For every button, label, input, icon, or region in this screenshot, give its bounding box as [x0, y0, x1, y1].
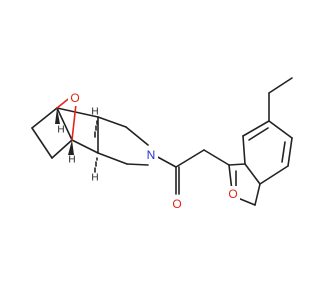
- bond: [126, 163, 149, 166]
- bond: [51, 139, 73, 159]
- structure-diagram: O N O O H H H H: [31, 77, 293, 212]
- bond: [242, 135, 246, 165]
- stereo-markers: [55, 108, 98, 173]
- stereo-hydrogen-label: H: [91, 107, 98, 118]
- stereo-wedge: [68, 140, 74, 155]
- bond: [287, 137, 293, 167]
- bond: [97, 152, 128, 165]
- linker: [153, 149, 230, 195]
- stereo-hash: [94, 120, 98, 138]
- bond: [97, 116, 127, 128]
- atom-labels: O N O O H H H H: [57, 90, 240, 212]
- oxygen-atom: O: [228, 187, 237, 201]
- bond: [31, 107, 58, 129]
- bond: [244, 163, 261, 185]
- stereo-hydrogen-label: H: [57, 125, 64, 136]
- stereo-wedge: [55, 108, 60, 124]
- bond: [56, 107, 99, 118]
- bond: [248, 127, 269, 141]
- bond-to-oxygen: [71, 103, 77, 141]
- benzofuran: [228, 77, 293, 206]
- stereo-hydrogen-label: H: [91, 173, 98, 184]
- bond: [268, 120, 293, 139]
- bond: [268, 77, 293, 94]
- molecule-canvas: O N O O H H H H: [31, 77, 293, 212]
- bond: [31, 127, 53, 159]
- bond: [254, 183, 261, 206]
- bond: [125, 126, 149, 146]
- oxygen-atom: O: [70, 91, 79, 105]
- bond: [56, 107, 73, 141]
- stereo-hash: [94, 157, 98, 173]
- bond: [71, 139, 99, 154]
- oxygen-atom: O: [172, 197, 181, 211]
- bicyclic-core: [31, 95, 149, 166]
- bond: [259, 165, 289, 185]
- bond: [281, 141, 286, 163]
- nitrogen-atom: N: [147, 148, 156, 162]
- bond: [242, 120, 270, 137]
- bond: [228, 163, 246, 166]
- bond: [203, 149, 230, 166]
- stereo-hydrogen-label: H: [68, 155, 75, 166]
- bond: [175, 149, 205, 168]
